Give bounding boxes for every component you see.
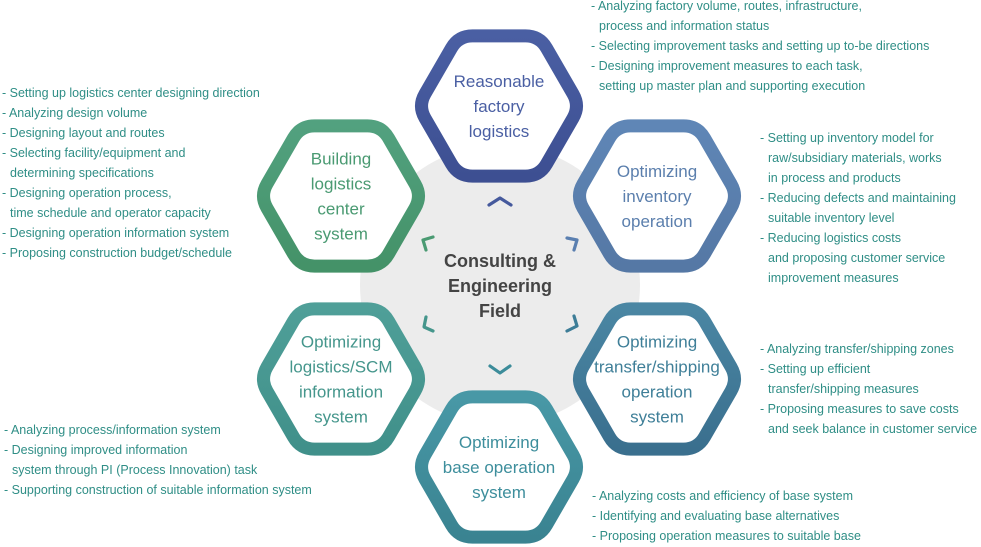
hexagon-label-line: Optimizing (459, 433, 539, 452)
arrow-upper-right-icon (565, 236, 579, 252)
hexagon-layer: ReasonablefactorylogisticsOptimizinginve… (257, 29, 741, 544)
center-line-1: Consulting & (444, 251, 556, 271)
hexagon-label-line: operation (622, 212, 693, 231)
description-line: - Supporting construction of suitable in… (4, 483, 312, 497)
description-line: system through PI (Process Innovation) t… (12, 463, 258, 477)
description-line: raw/subsidiary materials, works (768, 151, 942, 165)
hexagon-ring (573, 119, 741, 273)
hexagon-ring (257, 302, 425, 456)
description-line: time schedule and operator capacity (10, 206, 211, 220)
description-logistics-scm: - Analyzing process/information system - … (4, 420, 312, 500)
description-line: setting up master plan and supporting ex… (599, 79, 866, 93)
hexagon-label-line: base operation (443, 458, 555, 477)
arrow-down-icon (488, 364, 512, 375)
description-line: - Analyzing process/information system (4, 423, 221, 437)
hexagon-label-line: Reasonable (454, 72, 545, 91)
hexagon-label-line: Optimizing (617, 162, 697, 181)
description-line: - Reducing defects and maintaining (760, 191, 956, 205)
hexagon-optimizing-inventory-operation: Optimizing inventory operation (573, 119, 741, 273)
arrow-lower-right-icon (565, 314, 579, 333)
description-line: process and information status (599, 19, 770, 33)
hexagon-label-line: Optimizing (617, 333, 697, 352)
description-logistics-center: - Setting up logistics center designing … (2, 83, 260, 263)
description-line: - Designing improved information (4, 443, 188, 457)
description-line: and seek balance in customer service (768, 422, 978, 436)
arrow-upper-left-icon (421, 235, 435, 252)
description-line: - Designing operation information system (2, 226, 230, 240)
description-line: suitable inventory level (768, 211, 895, 225)
description-base-operation: - Analyzing costs and efficiency of base… (592, 486, 861, 546)
center-line-3: Field (479, 301, 521, 321)
hexagon-label-line: Building (311, 150, 372, 169)
description-line: in process and products (768, 171, 901, 185)
description-line: - Analyzing design volume (2, 106, 148, 120)
hexagon-label-line: transfer/shipping (594, 358, 720, 377)
hexagon-label-line: operation (622, 383, 693, 402)
description-line: improvement measures (768, 271, 899, 285)
hexagon-building-logistics-center: Building logistics center system (257, 119, 425, 273)
hexagon-reasonable-factory-logistics: Reasonable factory logistics (415, 29, 583, 183)
description-line: - Proposing operation measures to suitab… (592, 529, 861, 543)
description-line: - Reducing logistics costs (760, 231, 902, 245)
description-line: - Analyzing costs and efficiency of base… (592, 489, 854, 503)
description-line: - Designing improvement measures to each… (591, 59, 863, 73)
hexagon-label-line: system (630, 408, 684, 427)
hexagon-ring (257, 119, 425, 273)
hexagon-label-line: Optimizing (301, 333, 381, 352)
hexagon-label-line: system (314, 408, 368, 427)
description-line: - Setting up efficient (760, 362, 871, 376)
arrow-lower-left-icon (422, 315, 435, 333)
center-line-2: Engineering (448, 276, 552, 296)
description-line: and proposing customer service (768, 251, 946, 265)
arrow-up-icon (487, 196, 513, 207)
description-line: - Analyzing factory volume, routes, infr… (591, 0, 862, 13)
description-line: - Identifying and evaluating base altern… (592, 509, 840, 523)
description-line: - Selecting improvement tasks and settin… (591, 39, 930, 53)
hexagon-ring (415, 29, 583, 183)
description-line: - Setting up inventory model for (760, 131, 934, 145)
hexagon-label-line: system (314, 225, 368, 244)
description-line: - Analyzing transfer/shipping zones (760, 342, 954, 356)
hexagon-label-line: information (299, 383, 383, 402)
description-inventory: - Setting up inventory model for raw/subs… (760, 128, 956, 288)
hexagon-ring (573, 302, 741, 456)
description-transfer-shipping: - Analyzing transfer/shipping zones - Set… (760, 339, 977, 439)
hexagon-label-line: factory (473, 97, 525, 116)
description-line: transfer/shipping measures (768, 382, 919, 396)
hexagon-label-line: logistics (311, 175, 371, 194)
center-circle (360, 145, 640, 425)
description-factory-logistics: - Analyzing factory volume, routes, infr… (591, 0, 929, 96)
hexagon-ring (415, 390, 583, 544)
hexagon-label-line: inventory (623, 187, 692, 206)
hexagon-label-line: logistics/SCM (290, 358, 393, 377)
hexagon-label-line: system (472, 483, 526, 502)
description-line: - Setting up logistics center designing … (2, 86, 260, 100)
description-line: - Proposing construction budget/schedule (2, 246, 233, 260)
hexagon-optimizing-logistics-scm: Optimizing logistics/SCM information system (257, 302, 425, 456)
description-line: determining specifications (10, 166, 154, 180)
hexagon-optimizing-transfer-shipping: Optimizing transfer/shipping operation syst… (573, 302, 741, 456)
hexagon-optimizing-base-operation: Optimizing base operation system (415, 390, 583, 544)
hexagon-label-line: center (317, 200, 365, 219)
description-line: - Designing layout and routes (2, 126, 165, 140)
description-line: - Designing operation process, (2, 186, 172, 200)
description-line: - Proposing measures to save costs (760, 402, 959, 416)
hexagon-label-line: logistics (469, 122, 529, 141)
description-line: - Selecting facility/equipment and (2, 146, 186, 160)
